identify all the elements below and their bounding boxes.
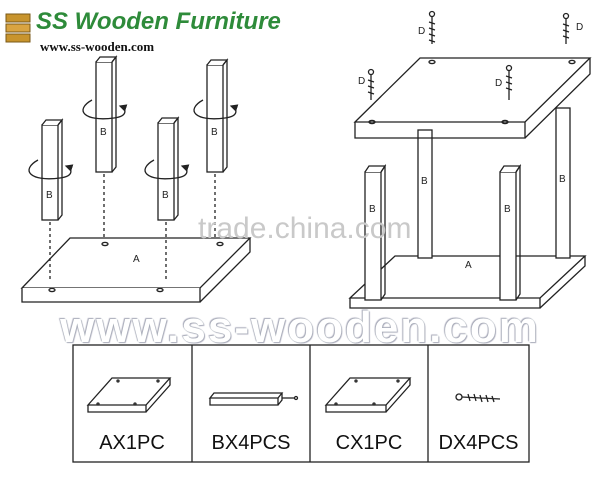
- label-a-left: A: [133, 254, 140, 265]
- logo-mark-icon: [5, 13, 31, 43]
- tabletop-panel-icon: [86, 377, 172, 413]
- label-b-right2: B: [421, 176, 428, 187]
- shelf-panel-icon: [324, 377, 412, 413]
- label-d-3: D: [358, 76, 365, 87]
- left-assembly-drawing: [20, 55, 252, 303]
- right-assembly-drawing: [348, 10, 592, 309]
- label-b-right3: B: [504, 204, 511, 215]
- screw-icon: [367, 68, 375, 100]
- leg-rod-icon: [208, 392, 299, 406]
- brand-url: www.ss-wooden.com: [40, 39, 155, 54]
- brand-title: SS Wooden Furniture: [36, 8, 281, 35]
- screw-icon: [505, 64, 513, 100]
- label-b-leg3: B: [162, 190, 169, 201]
- part-label-a: AX1PC: [99, 432, 165, 454]
- label-b-right1: B: [369, 204, 376, 215]
- parts-table: [72, 344, 530, 463]
- label-b-leg4: B: [211, 127, 218, 138]
- label-a-right: A: [465, 260, 472, 271]
- screw-icon: [428, 10, 436, 44]
- label-d-4: D: [495, 78, 502, 89]
- label-b-leg2: B: [100, 127, 107, 138]
- label-b-right4: B: [559, 174, 566, 185]
- trade-watermark: trade.china.com: [198, 212, 412, 245]
- part-label-b: BX4PCS: [211, 432, 291, 454]
- url-watermark: www.ss-wooden.com: [60, 303, 540, 352]
- label-b-leg1: B: [46, 190, 53, 201]
- screw-icon: [562, 12, 570, 44]
- part-label-c: CX1PC: [335, 432, 403, 454]
- label-d-1: D: [418, 26, 425, 37]
- part-label-d: DX4PCS: [438, 432, 519, 454]
- label-d-2: D: [576, 22, 583, 33]
- screw-icon: [455, 393, 501, 403]
